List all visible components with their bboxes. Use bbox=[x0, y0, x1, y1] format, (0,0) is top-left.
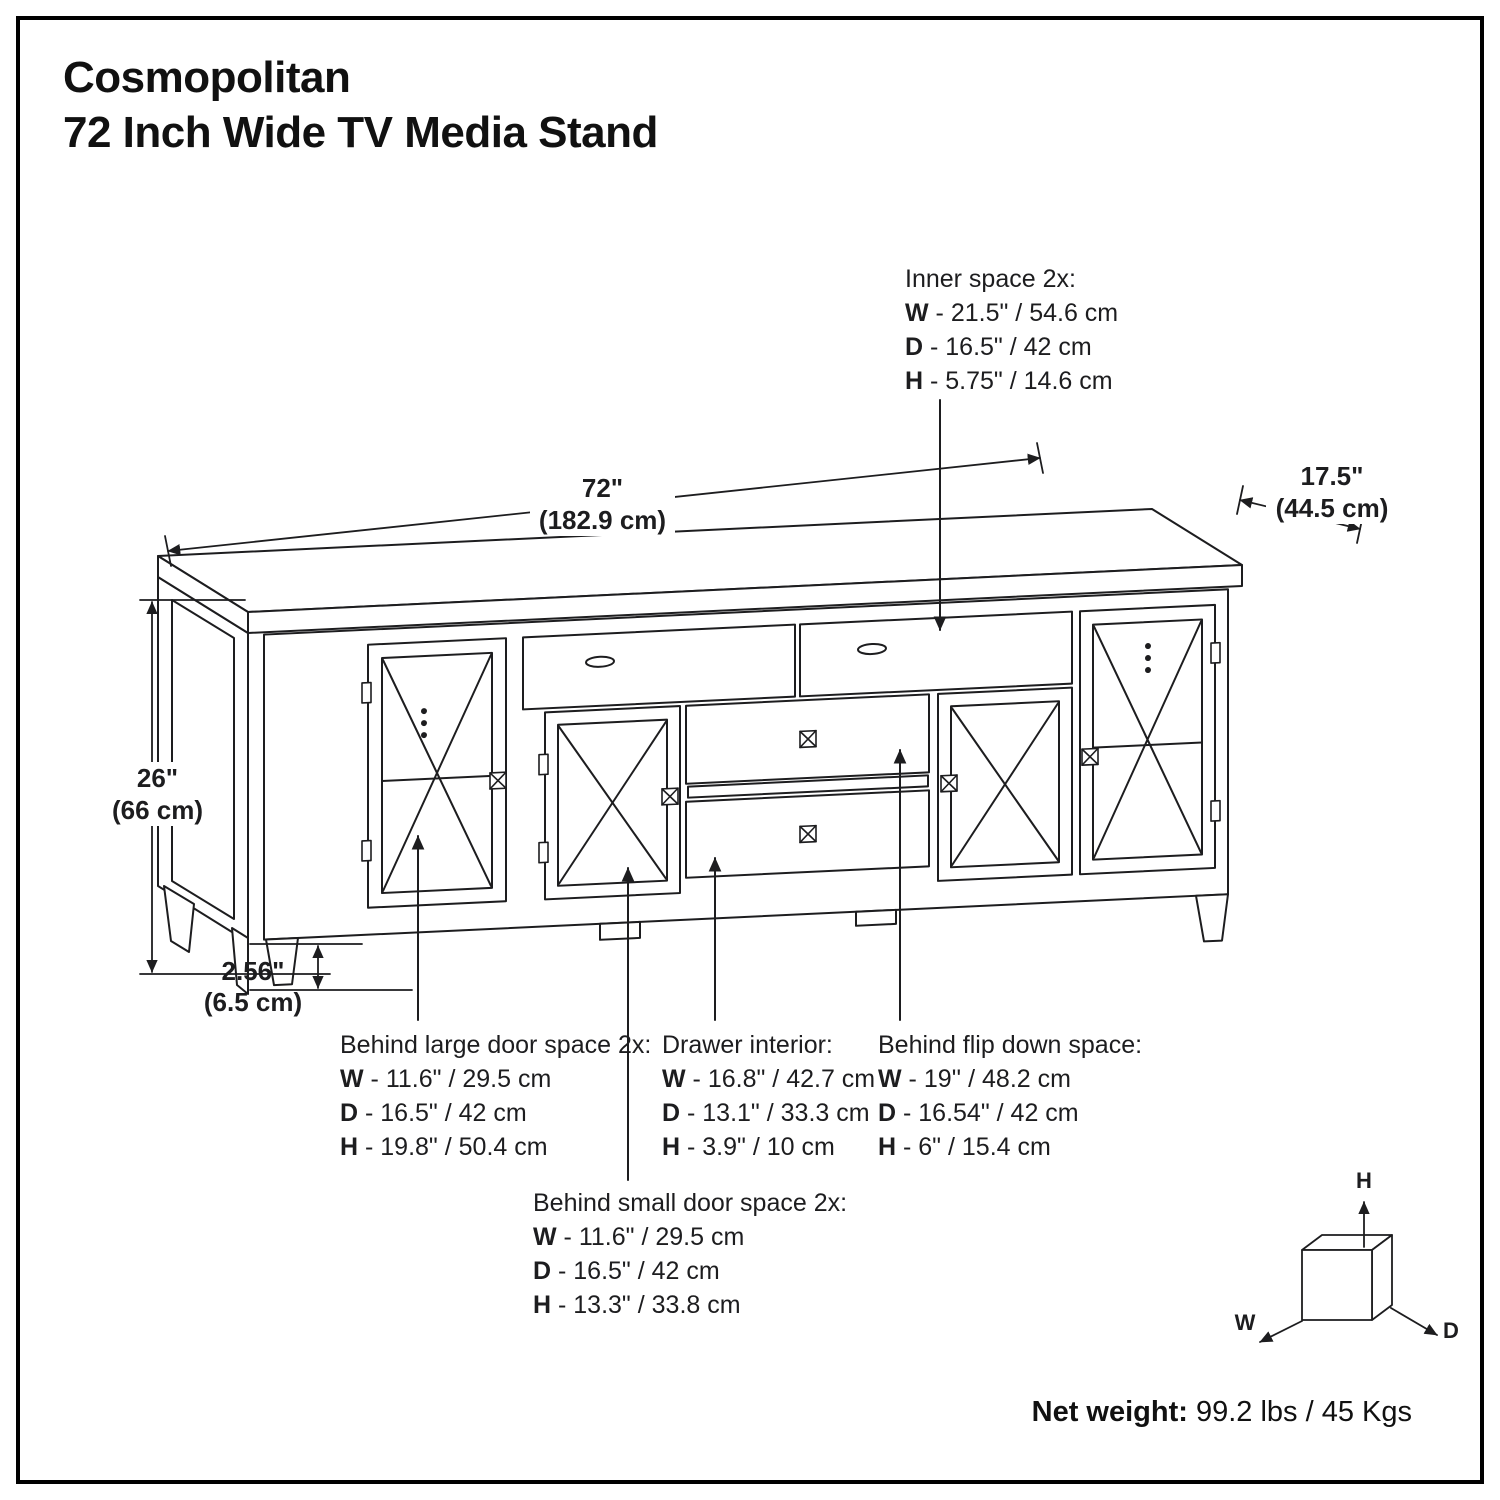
axis-label-h: H bbox=[1356, 1168, 1372, 1193]
drawer-knob bbox=[798, 824, 818, 844]
annotation-flip-down: Behind flip down space: W - 19'' / 48.2 … bbox=[878, 1028, 1142, 1164]
depth-inches: 17.5" bbox=[1300, 461, 1364, 491]
annotation-row: W - 19'' / 48.2 cm bbox=[878, 1065, 1071, 1093]
height-inches: 26" bbox=[136, 763, 179, 793]
front-right-leg bbox=[1195, 893, 1229, 943]
product-title-line1: Cosmopolitan bbox=[63, 53, 351, 102]
center-drawers bbox=[685, 693, 930, 879]
width-inches: 72" bbox=[581, 473, 624, 503]
annotation-row: H - 19.8" / 50.4 cm bbox=[340, 1133, 548, 1161]
door-knob bbox=[939, 774, 959, 793]
width-metric: (182.9 cm) bbox=[538, 505, 667, 535]
net-weight-label: Net weight: bbox=[1031, 1396, 1188, 1428]
annotation-row: H - 3.9" / 10 cm bbox=[662, 1133, 835, 1161]
product-title: Cosmopolitan 72 Inch Wide TV Media Stand bbox=[63, 50, 658, 160]
depth-metric: (44.5 cm) bbox=[1275, 493, 1389, 523]
tv-stand-front bbox=[263, 588, 1229, 987]
drawer-knob bbox=[798, 729, 818, 749]
drawer-front bbox=[685, 789, 930, 879]
annotation-small-door: Behind small door space 2x: W - 11.6" / … bbox=[533, 1186, 847, 1322]
net-weight-value: 99.2 lbs / 45 Kgs bbox=[1187, 1396, 1412, 1428]
leg-height-metric: (6.5 cm) bbox=[203, 987, 303, 1017]
cable-hole bbox=[585, 655, 615, 668]
large-glass-door-right bbox=[1079, 603, 1222, 876]
annotation-row: W - 11.6" / 29.5 cm bbox=[533, 1223, 745, 1251]
annotation-title: Behind small door space 2x: bbox=[533, 1189, 848, 1217]
center-foot bbox=[599, 920, 641, 941]
annotation-drawer: Drawer interior: W - 16.8" / 42.7 cm D -… bbox=[662, 1028, 875, 1164]
annotation-title: Behind flip down space: bbox=[878, 1031, 1143, 1059]
door-knob bbox=[488, 771, 508, 790]
door-knob bbox=[660, 787, 680, 806]
annotation-row: D - 16.5" / 42 cm bbox=[533, 1257, 720, 1285]
height-metric: (66 cm) bbox=[111, 795, 204, 825]
drawer-handle-bar bbox=[687, 774, 929, 799]
small-glass-door-right bbox=[937, 686, 1073, 882]
annotation-row: H - 13.3" / 33.8 cm bbox=[533, 1291, 741, 1319]
annotation-title: Behind large door space 2x: bbox=[340, 1031, 652, 1059]
door-knob bbox=[1080, 747, 1100, 767]
annotation-row: D - 16.54" / 42 cm bbox=[878, 1099, 1079, 1127]
annotation-row: D - 16.5" / 42 cm bbox=[340, 1099, 527, 1127]
annotation-row: W - 21.5" / 54.6 cm bbox=[905, 299, 1119, 327]
annotation-row: D - 13.1" / 33.3 cm bbox=[662, 1099, 870, 1127]
axis-label-w: W bbox=[1234, 1310, 1256, 1335]
dimension-line-leg-height bbox=[249, 943, 413, 991]
net-weight: Net weight: 99.2 lbs / 45 Kgs bbox=[1032, 1396, 1412, 1429]
annotation-large-door: Behind large door space 2x: W - 11.6" / … bbox=[340, 1028, 651, 1164]
cable-hole bbox=[857, 642, 887, 656]
flip-down-door bbox=[685, 693, 930, 785]
depth-dimension-label: 17.5" (44.5 cm) bbox=[1266, 460, 1398, 524]
annotation-title: Drawer interior: bbox=[662, 1031, 833, 1059]
width-dimension-label: 72" (182.9 cm) bbox=[530, 472, 675, 536]
annotation-row: H - 5.75" / 14.6 cm bbox=[905, 367, 1113, 395]
small-glass-door-left bbox=[537, 705, 681, 901]
annotation-inner-space: Inner space 2x: W - 21.5" / 54.6 cm D - … bbox=[905, 262, 1118, 398]
annotation-row: W - 16.8" / 42.7 cm bbox=[662, 1065, 876, 1093]
leg-height-inches: 2.56" bbox=[221, 956, 285, 986]
annotation-row: W - 11.6" / 29.5 cm bbox=[340, 1065, 552, 1093]
annotation-title: Inner space 2x: bbox=[905, 265, 1076, 293]
annotation-row: D - 16.5" / 42 cm bbox=[905, 333, 1092, 361]
height-dimension-label: 26" (66 cm) bbox=[95, 762, 220, 826]
annotation-row: H - 6" / 15.4 cm bbox=[878, 1133, 1051, 1161]
leg-height-dimension-label: 2.56" (6.5 cm) bbox=[196, 956, 310, 1018]
product-title-line2: 72 Inch Wide TV Media Stand bbox=[63, 108, 658, 157]
center-foot bbox=[855, 908, 897, 927]
axis-cube-icon bbox=[1259, 1201, 1438, 1343]
axis-label-d: D bbox=[1443, 1318, 1459, 1343]
large-glass-door-left bbox=[360, 637, 508, 909]
